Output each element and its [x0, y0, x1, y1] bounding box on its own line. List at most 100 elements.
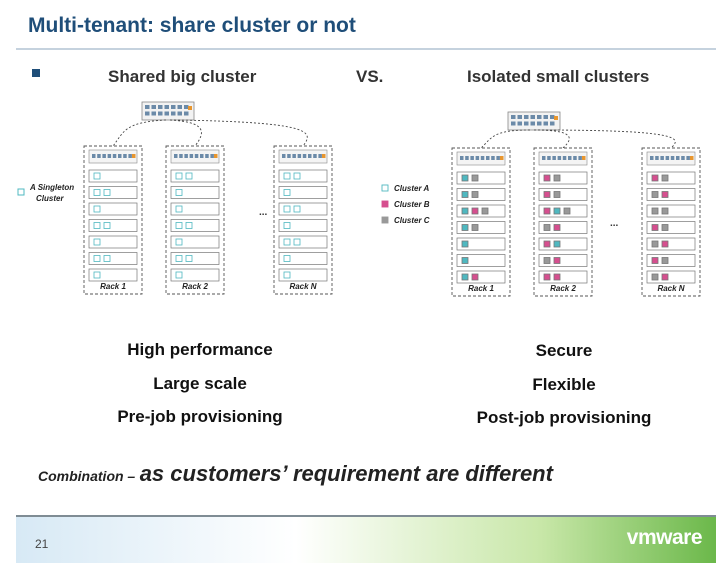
- server-node: [646, 204, 696, 218]
- server-node: [538, 254, 588, 267]
- left-point-3: Pre-job provisioning: [117, 407, 283, 426]
- server-node: [278, 252, 328, 265]
- vm-marker: [553, 174, 561, 182]
- server-node: [456, 221, 506, 234]
- vm-marker: [103, 222, 111, 229]
- vm-marker: [553, 273, 561, 281]
- conclusion-text: as customers’ requirement are different: [139, 461, 553, 486]
- vm-marker: [651, 207, 659, 215]
- server-node: [646, 237, 696, 251]
- right-point-1: Secure: [535, 341, 593, 360]
- vs-label: VS.: [356, 67, 384, 86]
- vm-marker: [293, 238, 301, 246]
- server-node: [88, 186, 138, 199]
- vm-marker: [661, 224, 669, 231]
- vm-marker: [283, 205, 291, 213]
- vm-marker: [661, 257, 669, 264]
- vm-marker: [543, 207, 551, 215]
- server-node: [278, 169, 328, 183]
- right-heading: Isolated small clusters: [467, 67, 650, 86]
- vm-marker: [283, 222, 291, 229]
- server-node: [88, 202, 138, 216]
- uplink: [112, 119, 167, 147]
- vm-marker: [661, 191, 669, 198]
- vm-marker: [175, 222, 183, 229]
- server-node: [170, 202, 220, 216]
- server-node: [278, 219, 328, 232]
- vm-marker: [481, 207, 489, 215]
- rack-label: Rack 2: [182, 282, 208, 291]
- vm-marker: [471, 191, 479, 198]
- left-point-2: Large scale: [153, 374, 247, 393]
- ellipsis: ...: [610, 218, 619, 229]
- rack-1: Rack 1: [451, 147, 511, 297]
- rack-1: Rack 1: [83, 145, 143, 295]
- vm-marker: [553, 224, 561, 231]
- vm-marker: [293, 205, 301, 213]
- vm-marker: [651, 257, 659, 264]
- rack-2: Rack 2: [533, 147, 593, 297]
- vm-marker: [175, 238, 183, 246]
- legend-label: Cluster C: [394, 216, 430, 225]
- server-node: [88, 268, 138, 282]
- legend-swatch: [381, 216, 389, 224]
- rack-label: Rack 1: [100, 282, 126, 291]
- server-node: [538, 204, 588, 218]
- rack-label: Rack 2: [550, 284, 576, 293]
- vm-marker: [93, 205, 101, 213]
- rack-2: Rack 2: [165, 145, 225, 295]
- server-node: [538, 188, 588, 201]
- rack-label: Rack N: [289, 282, 316, 291]
- server-node: [88, 235, 138, 249]
- vm-marker: [471, 273, 479, 281]
- vm-marker: [93, 189, 101, 196]
- vm-marker: [185, 172, 193, 180]
- vm-marker: [651, 224, 659, 231]
- vm-marker: [461, 207, 469, 215]
- server-node: [170, 235, 220, 249]
- conclusion: Combination – as customers’ requirement …: [38, 461, 553, 487]
- vm-marker: [543, 174, 551, 182]
- vm-marker: [93, 172, 101, 180]
- right-point-3: Post-job provisioning: [476, 408, 652, 427]
- vm-marker: [651, 273, 659, 281]
- left-point-1: High performance: [127, 340, 273, 359]
- vm-marker: [471, 174, 479, 182]
- top-switch-icon: [507, 111, 561, 131]
- uplink: [173, 119, 308, 147]
- server-node: [278, 235, 328, 249]
- vm-marker: [185, 222, 193, 229]
- legend-swatch: [381, 184, 389, 192]
- vm-marker: [93, 255, 101, 262]
- vm-marker: [543, 191, 551, 198]
- server-node: [646, 171, 696, 185]
- vm-marker: [175, 255, 183, 262]
- rack-label: Rack 1: [468, 284, 494, 293]
- vm-marker: [103, 189, 111, 196]
- rack-3: Rack N: [641, 147, 701, 297]
- slide-title: Multi-tenant: share cluster or not: [28, 14, 356, 37]
- bullet-square-icon: [32, 69, 40, 77]
- server-node: [278, 186, 328, 199]
- vm-marker: [461, 174, 469, 182]
- server-node: [456, 237, 506, 251]
- page-number: 21: [35, 537, 49, 551]
- uplink: [533, 129, 570, 149]
- vm-marker: [175, 189, 183, 196]
- singleton-legend-marker-icon: [17, 188, 25, 196]
- vm-marker: [651, 191, 659, 198]
- server-node: [278, 202, 328, 216]
- vm-marker: [175, 205, 183, 213]
- server-node: [456, 270, 506, 284]
- vm-marker: [461, 224, 469, 231]
- vm-marker: [543, 257, 551, 264]
- server-node: [538, 270, 588, 284]
- server-node: [456, 254, 506, 267]
- legend-label: Cluster B: [394, 200, 430, 209]
- top-switch-icon: [141, 101, 195, 121]
- vm-marker: [461, 273, 469, 281]
- vm-marker: [661, 174, 669, 182]
- vm-marker: [293, 172, 301, 180]
